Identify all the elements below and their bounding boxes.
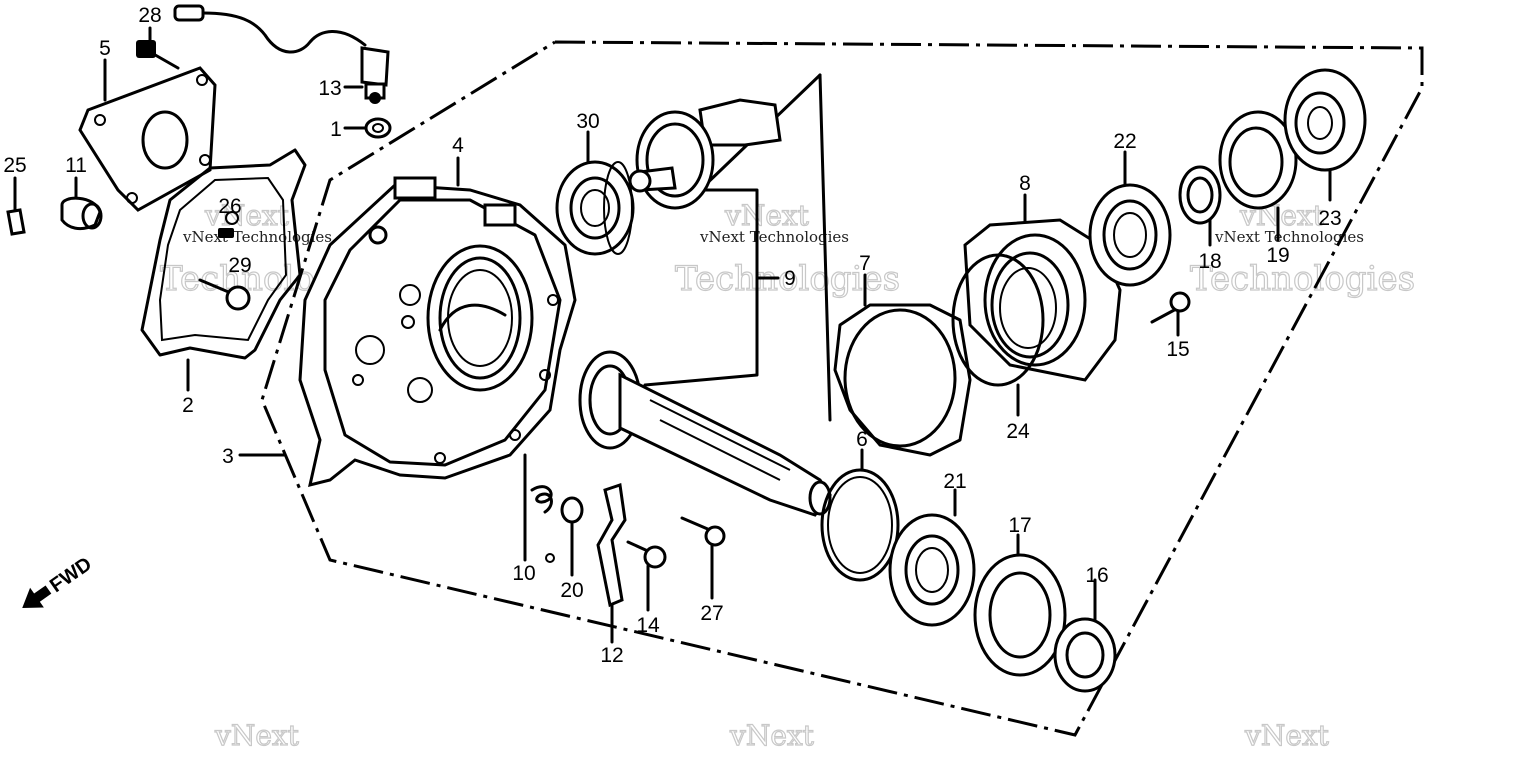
label-1: 1 xyxy=(330,118,342,141)
label-16: 16 xyxy=(1085,564,1108,587)
label-15: 15 xyxy=(1166,338,1189,361)
watermark-technologies-2: Technologies xyxy=(675,259,900,299)
label-7: 7 xyxy=(859,252,871,275)
label-11: 11 xyxy=(65,154,87,177)
output-shaft xyxy=(578,350,832,517)
cover-plate-part-5 xyxy=(78,66,217,212)
part-labels: 28 5 13 1 25 11 26 29 2 3 4 30 9 8 22 18… xyxy=(3,4,1341,667)
label-6: 6 xyxy=(856,428,868,451)
label-19: 19 xyxy=(1266,244,1289,267)
watermark-technologies-3: Technologies xyxy=(1190,259,1415,299)
label-30: 30 xyxy=(576,110,599,133)
bolt-part-28 xyxy=(136,40,180,70)
label-9: 9 xyxy=(784,267,796,290)
watermark-group: Technologies vNext Technologies vNext Te… xyxy=(159,198,1415,752)
collar-part-11 xyxy=(60,196,103,231)
gasket-part-2 xyxy=(140,148,307,360)
oil-pressure-switch xyxy=(173,4,390,104)
shaft-bracket xyxy=(643,73,832,422)
label-27: 27 xyxy=(700,602,723,625)
housing-part-3-4 xyxy=(298,176,577,488)
bearing-part-21 xyxy=(888,513,976,627)
nut-part-16 xyxy=(1053,617,1117,693)
watermark-small-3: vNext Technologies xyxy=(1214,228,1364,246)
watermark-vnext-5: vNext xyxy=(729,719,815,752)
label-14: 14 xyxy=(636,614,660,637)
washer-part-1 xyxy=(364,117,392,139)
bolt-part-27 xyxy=(680,516,726,547)
watermark-vnext-4: vNext xyxy=(214,719,300,752)
seal-part-23 xyxy=(1283,68,1367,172)
bolt-part-14 xyxy=(626,540,667,569)
label-3: 3 xyxy=(222,445,234,468)
label-21: 21 xyxy=(943,470,966,493)
fwd-arrow: FWD xyxy=(22,553,96,608)
label-13: 13 xyxy=(318,77,341,100)
watermark-vnext-6: vNext xyxy=(1244,719,1330,752)
label-8: 8 xyxy=(1019,172,1031,195)
washer-part-20 xyxy=(560,496,584,524)
ring-part-19 xyxy=(1218,110,1298,210)
label-5: 5 xyxy=(99,37,111,60)
label-10: 10 xyxy=(512,562,535,585)
bolt-part-15 xyxy=(1150,291,1191,324)
watermark-vnext-2: vNext xyxy=(724,199,810,232)
label-2: 2 xyxy=(182,394,194,417)
assembly-outline xyxy=(260,40,1424,737)
leader-lines xyxy=(13,26,1332,644)
label-26: 26 xyxy=(218,195,241,218)
watermark-vnext-1: vNext xyxy=(204,199,290,232)
pinion-housing-part-8 xyxy=(963,218,1122,382)
label-4: 4 xyxy=(452,134,464,157)
spring-part-10 xyxy=(530,485,555,563)
bearing-part-30 xyxy=(555,160,635,256)
label-18: 18 xyxy=(1198,250,1221,273)
gear-shaft-upper xyxy=(628,98,782,210)
label-20: 20 xyxy=(560,579,583,602)
label-25: 25 xyxy=(3,154,26,177)
gasket-part-7 xyxy=(833,303,972,457)
label-17: 17 xyxy=(1008,514,1031,537)
nut-part-18 xyxy=(1178,165,1222,225)
label-28: 28 xyxy=(138,4,161,27)
bolt-part-29 xyxy=(198,278,251,311)
arm-part-12 xyxy=(596,483,627,608)
watermark-small-2: vNext Technologies xyxy=(699,228,849,246)
label-24: 24 xyxy=(1006,420,1030,443)
label-29: 29 xyxy=(228,254,251,277)
circlip-part-6 xyxy=(820,468,900,582)
o-ring-part-24 xyxy=(951,253,1045,387)
bearing-part-22 xyxy=(1088,183,1172,287)
pin-part-26 xyxy=(218,228,234,238)
label-22: 22 xyxy=(1113,130,1136,153)
fwd-label: FWD xyxy=(46,553,96,597)
label-23: 23 xyxy=(1318,207,1341,230)
dowel-part-25 xyxy=(6,208,26,236)
ring-part-17 xyxy=(973,553,1067,677)
label-12: 12 xyxy=(600,644,623,667)
